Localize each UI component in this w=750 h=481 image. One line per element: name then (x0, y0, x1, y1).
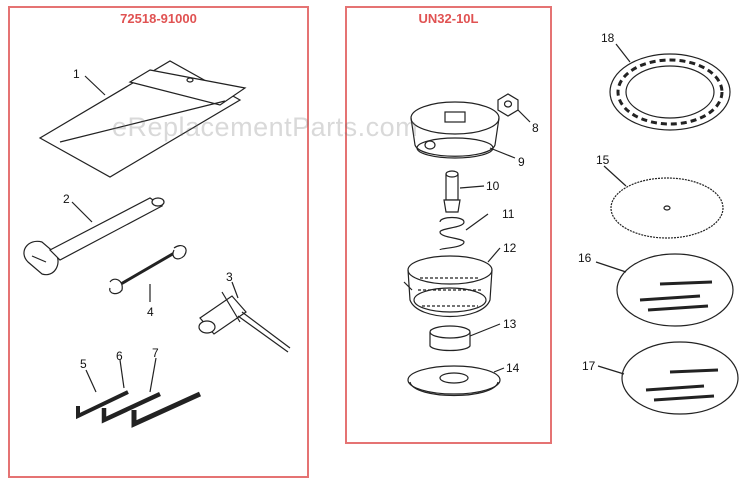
part-blade[interactable] (610, 177, 724, 239)
part-label-disc-16[interactable] (616, 253, 734, 327)
part-ring[interactable] (609, 53, 731, 131)
part-bushing[interactable] (429, 325, 471, 352)
leader-8 (517, 109, 531, 123)
callout-15: 15 (596, 153, 610, 167)
leader-16 (595, 261, 627, 273)
part-spring[interactable] (439, 216, 465, 251)
callout-9: 9 (518, 155, 525, 169)
callout-8: 8 (532, 121, 539, 135)
callout-14: 14 (506, 361, 520, 375)
leader-9 (489, 147, 516, 159)
callout-2: 2 (63, 192, 70, 206)
part-spark-plug-wrench[interactable] (198, 291, 291, 353)
callout-11: 11 (502, 207, 515, 221)
leader-13 (469, 323, 501, 337)
part-combination-wrench[interactable] (109, 244, 187, 295)
callout-1: 1 (73, 67, 80, 81)
callout-16: 16 (578, 251, 592, 265)
kit-panel-un32-10l: UN32-10L (345, 6, 552, 444)
callout-6: 6 (116, 349, 123, 363)
leader-10 (459, 185, 485, 189)
part-hex-key-medium[interactable] (101, 391, 161, 424)
part-hex-key-small[interactable] (76, 390, 129, 420)
leader-7 (149, 357, 157, 393)
panel-title-left: 72518-91000 (120, 11, 197, 26)
callout-3: 3 (226, 270, 233, 284)
callout-5: 5 (80, 357, 87, 371)
leader-14 (493, 367, 505, 373)
leader-3 (231, 281, 239, 299)
leader-11 (465, 213, 489, 231)
callout-13: 13 (503, 317, 517, 331)
part-bolt[interactable] (443, 170, 461, 213)
part-tool-bag[interactable] (38, 60, 247, 178)
part-cover[interactable] (410, 101, 500, 159)
callout-7: 7 (152, 346, 159, 360)
panel-title-mid: UN32-10L (418, 11, 479, 26)
leader-15 (603, 165, 627, 187)
leader-18 (615, 43, 631, 63)
callout-4: 4 (147, 305, 154, 319)
callout-12: 12 (503, 241, 517, 255)
callout-17: 17 (582, 359, 596, 373)
callout-10: 10 (486, 179, 500, 193)
leader-2 (71, 201, 93, 223)
part-guard-plate[interactable] (407, 365, 501, 396)
part-spanner-wrench[interactable] (23, 197, 165, 276)
part-spool[interactable] (403, 255, 493, 317)
part-nut[interactable] (497, 93, 519, 117)
part-label-disc-17[interactable] (621, 341, 739, 415)
callout-18: 18 (601, 31, 615, 45)
leader-1 (84, 75, 106, 96)
leader-6 (119, 359, 125, 389)
leader-5 (85, 369, 97, 393)
kit-panel-72518-91000: 72518-91000 (8, 6, 309, 478)
leader-12 (487, 247, 501, 263)
leader-17 (597, 365, 625, 375)
part-hex-key-large[interactable] (131, 391, 202, 428)
